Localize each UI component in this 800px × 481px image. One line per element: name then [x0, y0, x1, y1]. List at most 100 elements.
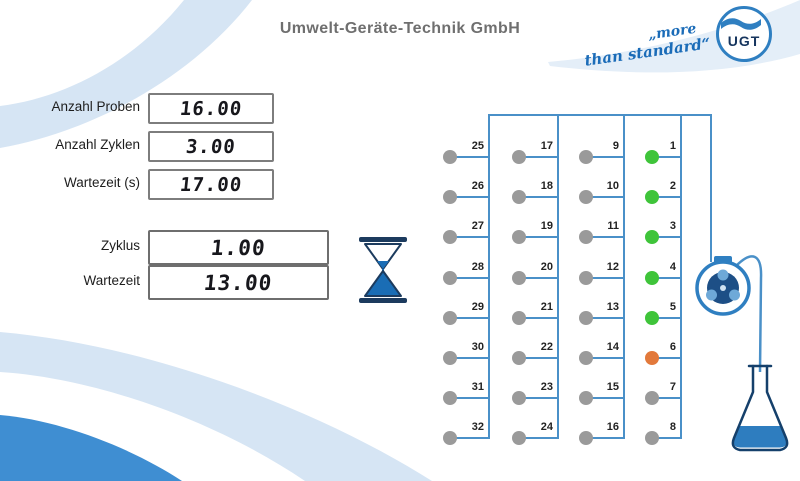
sample-position-26	[443, 190, 457, 205]
label-anzahl-proben: Anzahl Proben	[51, 99, 140, 114]
sample-line	[450, 316, 489, 319]
sample-line	[586, 437, 624, 440]
sample-position-4	[645, 270, 659, 285]
sample-position-1	[645, 150, 659, 164]
sample-position-13	[579, 310, 593, 325]
sample-number: 4	[669, 260, 676, 273]
wartezeit-display: 13.00	[148, 265, 329, 300]
sample-number: 25	[471, 140, 484, 152]
sample-number: 5	[669, 300, 676, 313]
sample-line	[519, 316, 558, 319]
manifold-pipe-2	[557, 115, 559, 439]
sample-number: 2	[669, 180, 676, 193]
sample-position-2	[645, 190, 659, 205]
sample-line	[519, 196, 558, 199]
anzahl-proben-display[interactable]: 16.00	[148, 93, 274, 124]
sample-position-10	[579, 190, 593, 205]
sample-position-15	[579, 391, 593, 406]
sample-line	[519, 156, 558, 158]
sample-position-12	[579, 270, 593, 285]
sample-number: 21	[540, 300, 553, 313]
sample-line	[652, 437, 681, 440]
sample-position-18	[512, 190, 526, 205]
sample-number: 6	[669, 341, 676, 353]
sample-line	[450, 276, 489, 279]
sample-position-17	[512, 150, 526, 164]
sample-position-8	[645, 431, 659, 446]
sample-number: 27	[471, 220, 484, 233]
sample-line	[450, 437, 489, 440]
sample-line	[450, 196, 489, 199]
sample-line	[586, 357, 624, 359]
label-zyklus: Zyklus	[100, 238, 140, 253]
sample-position-7	[645, 391, 659, 406]
manifold-pipe-1	[488, 115, 490, 439]
sample-number: 18	[540, 180, 553, 193]
page-title: Umwelt-Geräte-Technik GmbH	[279, 20, 521, 37]
sample-line	[519, 276, 558, 279]
sample-number: 24	[540, 421, 553, 434]
sample-position-14	[579, 351, 593, 365]
sample-number: 13	[606, 300, 619, 313]
pump-icon	[695, 256, 751, 316]
sample-line	[652, 236, 681, 239]
sample-number: 32	[471, 421, 484, 434]
sample-number: 22	[540, 341, 553, 353]
sample-position-20	[512, 270, 526, 285]
sample-line	[450, 397, 489, 400]
sample-position-5	[645, 310, 659, 325]
sample-number: 16	[606, 421, 619, 434]
sample-line	[519, 236, 558, 239]
sample-line	[652, 316, 681, 319]
sample-line	[652, 196, 681, 199]
sample-position-29	[443, 310, 457, 325]
ugt-logo: UGT	[716, 6, 772, 62]
sample-position-3	[645, 230, 659, 245]
manifold-pipe-4	[680, 115, 682, 439]
sample-line	[586, 316, 624, 319]
wave-icon	[721, 18, 761, 30]
zyklus-display: 1.00	[148, 230, 329, 265]
sample-line	[586, 397, 624, 400]
pump-inlet-pipe	[710, 114, 712, 262]
sample-number: 19	[540, 220, 553, 233]
sample-number: 29	[471, 300, 484, 313]
label-wartezeit-s: Wartezeit (s)	[63, 175, 140, 190]
sample-number: 11	[607, 220, 619, 233]
flask-icon	[731, 364, 789, 452]
sample-number: 26	[471, 180, 484, 193]
sample-number: 30	[471, 341, 484, 353]
sample-line	[519, 357, 558, 359]
sample-number: 9	[612, 140, 619, 152]
sample-number: 12	[606, 260, 619, 273]
sample-position-30	[443, 351, 457, 365]
sample-number: 10	[606, 180, 619, 193]
sample-number: 7	[669, 381, 676, 394]
sample-position-9	[579, 150, 593, 164]
wartezeit-s-display[interactable]: 17.00	[148, 169, 274, 200]
sample-number: 31	[471, 381, 484, 394]
label-anzahl-zyklen: Anzahl Zyklen	[55, 137, 140, 152]
sample-line	[450, 357, 489, 359]
pump-outlet-tube	[735, 255, 763, 373]
sample-position-11	[579, 230, 593, 245]
sample-line	[586, 236, 624, 239]
sample-position-28	[443, 270, 457, 285]
sample-line	[586, 196, 624, 199]
sample-position-21	[512, 310, 526, 325]
sample-line	[652, 357, 681, 359]
sample-line	[519, 437, 558, 440]
sample-number: 20	[540, 260, 553, 273]
sample-number: 15	[606, 381, 619, 394]
anzahl-zyklen-display[interactable]: 3.00	[148, 131, 274, 162]
sample-line	[652, 156, 681, 158]
sample-position-24	[512, 431, 526, 446]
sample-position-31	[443, 391, 457, 406]
sample-number: 1	[669, 140, 676, 152]
manifold-pipe-3	[623, 115, 625, 439]
sample-position-27	[443, 230, 457, 245]
manifold-top-pipe	[488, 114, 712, 116]
sample-line	[652, 276, 681, 279]
